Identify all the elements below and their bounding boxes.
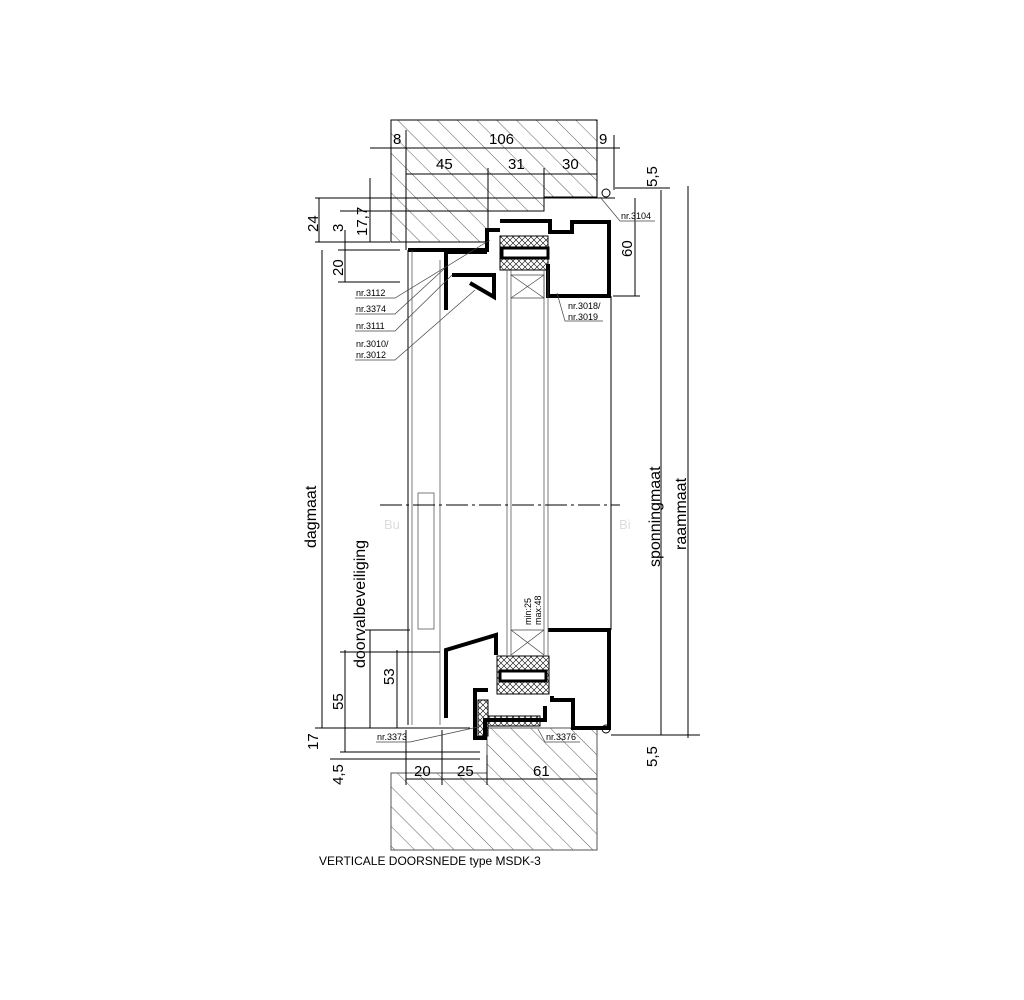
bottom-dimensions: 20 25 61 — [405, 730, 597, 785]
dim-45: 45 — [436, 156, 453, 173]
bottom-frame-profile — [444, 628, 611, 740]
dim-61: 61 — [533, 763, 550, 780]
part-3112: nr.3112 — [356, 288, 385, 298]
dim-30: 30 — [562, 156, 579, 173]
top-frame-profile — [408, 188, 611, 310]
label-dagmaat: dagmaat — [303, 485, 320, 548]
bottom-sill-block — [390, 727, 598, 851]
dim-17-7: 17,7 — [354, 207, 371, 236]
dim-9: 9 — [599, 131, 607, 148]
outside-mark: Bu — [384, 517, 400, 532]
inside-mark: Bi — [619, 517, 631, 532]
part-3373: nr.3373 — [377, 732, 407, 742]
glass-max: max:48 — [533, 595, 543, 625]
part-3111: nr.3111 — [356, 321, 385, 331]
dim-20-bottom: 20 — [414, 763, 431, 780]
part-3018: nr.3018/ — [568, 301, 601, 311]
top-dimensions: 8 106 9 45 31 30 5,5 — [370, 130, 670, 250]
part-3012: nr.3012 — [356, 350, 386, 360]
dim-8: 8 — [393, 131, 401, 148]
dim-20-top: 20 — [330, 259, 347, 276]
dim-25: 25 — [457, 763, 474, 780]
label-doorvalbeveiliging: doorvalbeveiliging — [352, 540, 369, 668]
dim-24: 24 — [305, 215, 322, 232]
dim-3: 3 — [330, 224, 347, 232]
part-3376: nr.3376 — [546, 732, 576, 742]
drawing-caption: VERTICALE DOORSNEDE type MSDK-3 — [319, 854, 541, 868]
glazing: min:25 max:48 Bu Bi — [380, 250, 631, 725]
glass-min: min:25 — [523, 598, 533, 625]
part-3010: nr.3010/ — [356, 339, 389, 349]
part-3104: nr.3104 — [621, 211, 651, 221]
dim-5-5-top: 5,5 — [644, 166, 661, 187]
label-sponningmaat: sponningmaat — [647, 466, 664, 567]
dim-106: 106 — [489, 131, 514, 148]
dim-31: 31 — [508, 156, 525, 173]
part-labels: nr.3104 nr.3112 nr.3374 nr.3111 nr.3010/… — [355, 196, 655, 743]
dim-55: 55 — [330, 693, 347, 710]
dim-5-5-bottom: 5,5 — [644, 746, 661, 767]
dim-4-5: 4,5 — [330, 764, 347, 785]
part-3374: nr.3374 — [356, 304, 386, 314]
part-3019: nr.3019 — [568, 312, 598, 322]
dim-53: 53 — [381, 668, 398, 685]
label-raammaat: raammaat — [673, 477, 690, 550]
vertical-dimensions: dagmaat doorvalbeveiliging sponningmaat … — [303, 186, 700, 785]
dim-17: 17 — [305, 733, 322, 750]
dim-60: 60 — [619, 240, 636, 257]
left-top-dimensions: 24 3 17,7 20 — [305, 178, 615, 283]
